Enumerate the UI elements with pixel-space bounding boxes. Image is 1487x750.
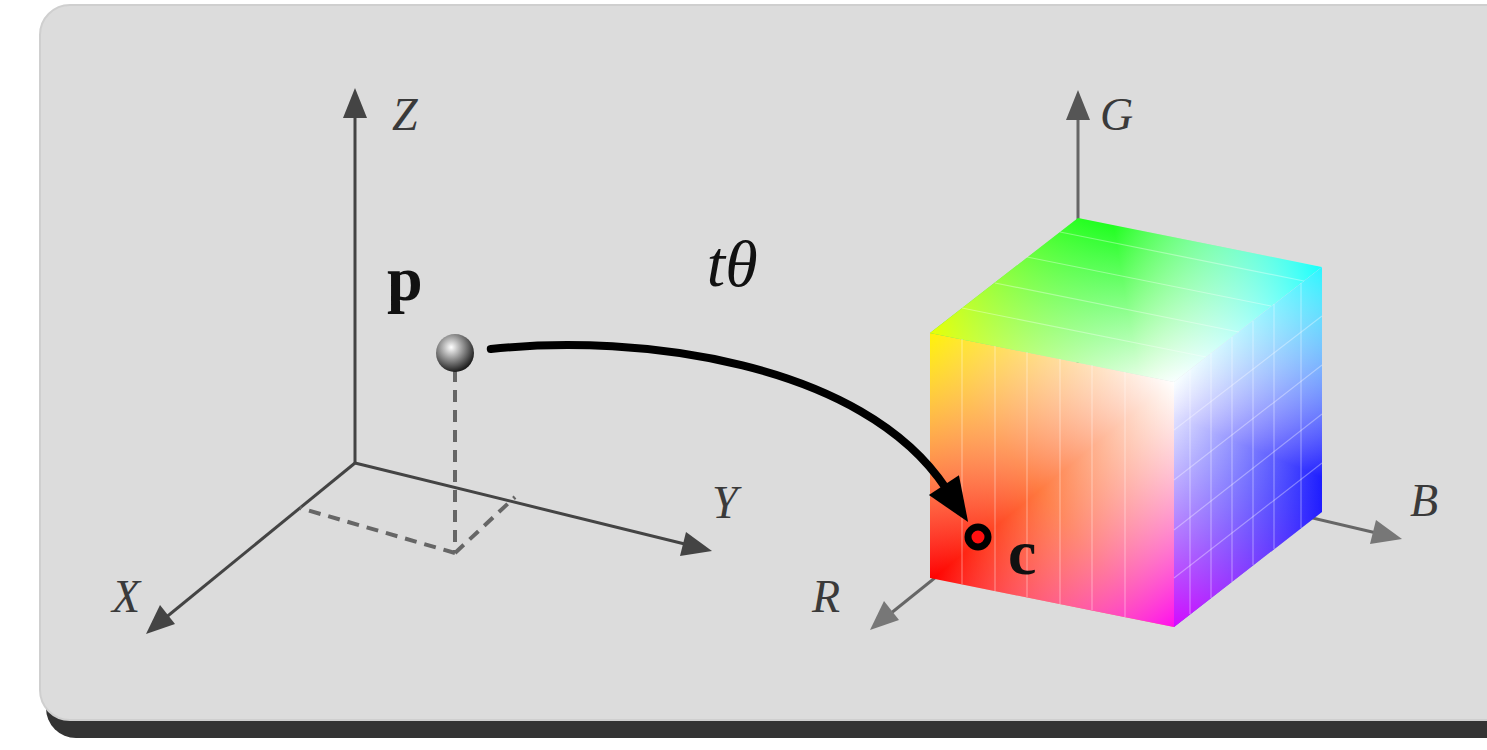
mapping-label: tθ <box>707 231 758 297</box>
axis-label: G <box>1100 92 1133 138</box>
axis-label: X <box>112 574 140 620</box>
axis-label: B <box>1410 478 1438 524</box>
point-label: p <box>387 247 423 311</box>
sphere-shape <box>435 333 475 373</box>
point-sphere: p <box>435 333 475 373</box>
axis-label: R <box>812 574 840 620</box>
ring-shape <box>964 523 992 551</box>
axis-label: Z <box>392 92 418 138</box>
axis-label: Y <box>712 480 738 526</box>
color-point: c <box>964 523 992 551</box>
point-label: c <box>1008 521 1036 585</box>
